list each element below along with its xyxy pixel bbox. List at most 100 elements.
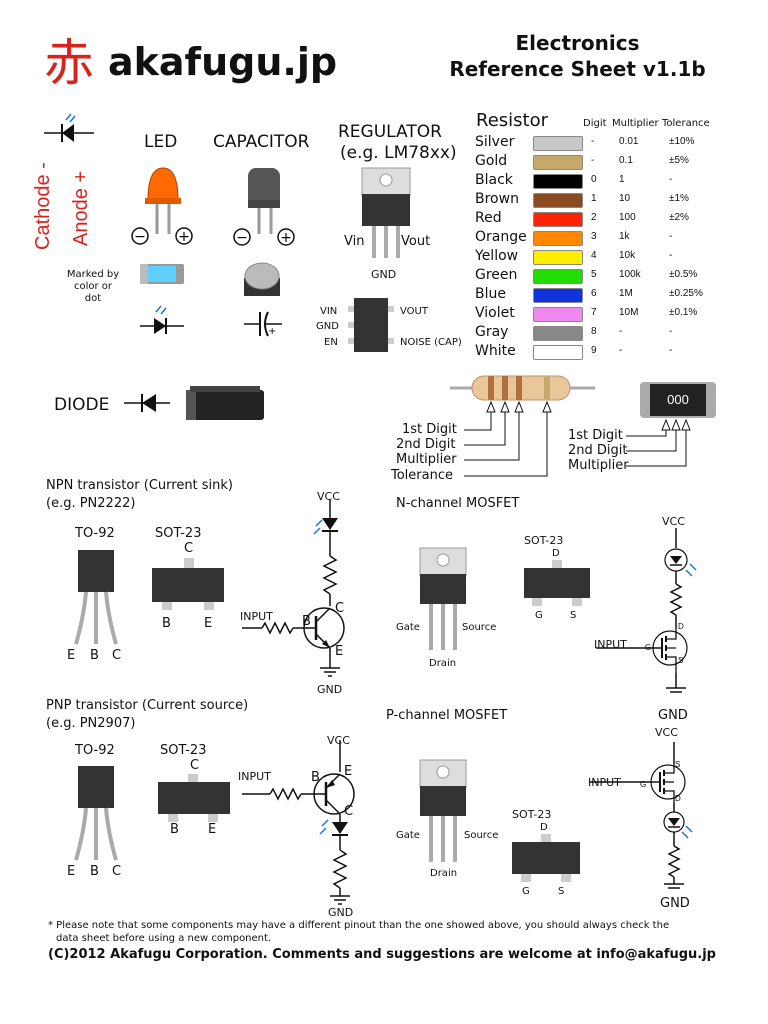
capacitor-through-hole: − + — [233, 168, 295, 246]
resistor-digit: 3 — [591, 231, 597, 242]
resistor-color-swatch — [533, 345, 583, 360]
svg-text:−: − — [134, 229, 146, 245]
resistor-header-multiplier: Multiplier — [612, 118, 659, 129]
pmos-circuit-g: G — [640, 780, 647, 789]
npn-sot-pin-c: C — [184, 541, 194, 556]
resistor-tolerance: ±0.1% — [669, 307, 698, 318]
resistor-color-swatch — [533, 231, 583, 246]
nmos-sot-g: G — [535, 610, 543, 621]
capacitor-title: CAPACITOR — [213, 132, 310, 152]
pnp-sot23-package — [158, 774, 230, 822]
band-label-1st: 1st Digit — [402, 422, 457, 437]
resistor-multiplier: - — [619, 326, 623, 337]
resistor-color-name: Silver — [475, 134, 515, 150]
npn-pin-e: E — [67, 648, 76, 663]
regulator-title: REGULATOR — [338, 122, 442, 142]
resistor-color-name: Red — [475, 210, 502, 226]
pmos-gnd: GND — [660, 896, 690, 911]
pmos-sot-s: S — [558, 886, 565, 897]
pmos-sot23-package — [512, 834, 580, 882]
capacitor-smd — [244, 262, 280, 296]
diode-polarity-symbol — [44, 113, 94, 142]
pmos-to220 — [419, 759, 467, 862]
resistor-digit: 2 — [591, 212, 597, 223]
regulator-pin-gnd: GND — [316, 321, 339, 332]
npn-circuit-e: E — [335, 644, 344, 659]
resistor-tolerance: - — [669, 326, 673, 337]
capacitor-smd-plus: + — [268, 326, 277, 337]
regulator-subtitle: (e.g. LM78xx) — [340, 143, 457, 163]
resistor-color-swatch — [533, 288, 583, 303]
smd-label-multiplier: Multiplier — [568, 458, 629, 473]
nmos-sot-d: D — [552, 548, 560, 559]
cathode-label: Cathode - — [32, 162, 55, 250]
nmos-circuit-g: G — [645, 643, 652, 652]
pnp-to92-package — [74, 766, 118, 861]
regulator-vin: Vin — [344, 234, 365, 249]
nmos-gate-label: Gate — [396, 622, 420, 633]
resistor-digit: 8 — [591, 326, 597, 337]
pnp-pin-e: E — [67, 864, 76, 879]
resistor-color-name: Blue — [475, 286, 506, 302]
resistor-multiplier: 1 — [619, 174, 625, 185]
page-title: Electronics Reference Sheet v1.1b — [440, 30, 715, 82]
led-smd-note-line: dot — [84, 293, 102, 304]
resistor-tolerance: ±1% — [669, 193, 689, 204]
pnp-vcc: VCC — [327, 734, 350, 747]
svg-text:+: + — [178, 229, 190, 245]
npn-sot-pin-b: B — [162, 616, 171, 631]
regulator-vout: Vout — [401, 234, 431, 249]
resistor-multiplier: 10M — [619, 307, 639, 318]
regulator-gnd: GND — [371, 268, 397, 281]
led-smd-note-line: color or — [73, 281, 113, 292]
nmos-drain-label: Drain — [429, 658, 457, 669]
resistor-color-swatch — [533, 193, 583, 208]
resistor-digit: 0 — [591, 174, 597, 185]
nmos-sot23-package — [524, 560, 590, 606]
nmos-gnd: GND — [658, 708, 688, 723]
led-smd-note: Marked by color or dot — [58, 269, 128, 305]
pnp-sot23-label: SOT-23 — [160, 743, 207, 758]
resistor-digit: 6 — [591, 288, 597, 299]
band-label-tolerance: Tolerance — [391, 468, 453, 483]
regulator-pin-noise: NOISE (CAP) — [400, 337, 462, 348]
pmos-title: P-channel MOSFET — [386, 708, 508, 723]
regulator-pin-vin: VIN — [320, 306, 338, 317]
resistor-tolerance: - — [669, 250, 673, 261]
nmos-input: INPUT — [594, 638, 627, 651]
resistor-color-name: Brown — [475, 191, 519, 207]
regulator-sot23-5 — [348, 298, 394, 352]
led-through-hole: − + — [131, 167, 193, 245]
resistor-tolerance: - — [669, 345, 673, 356]
resistor-multiplier: 0.01 — [619, 136, 639, 147]
led-smd — [140, 264, 184, 284]
nmos-circuit-s: S — [678, 656, 684, 665]
pnp-sot-pin-e: E — [208, 822, 217, 837]
resistor-color-name: Yellow — [475, 248, 519, 264]
smd-label-1st: 1st Digit — [568, 428, 623, 443]
resistor-digit: 7 — [591, 307, 597, 318]
resistor-color-swatch — [533, 250, 583, 265]
npn-example: (e.g. PN2222) — [46, 496, 136, 511]
pnp-input: INPUT — [238, 770, 271, 783]
pmos-vcc: VCC — [655, 726, 678, 739]
resistor-digit: 4 — [591, 250, 597, 261]
anode-sign: + — [70, 170, 92, 183]
pnp-circuit-b: B — [311, 770, 320, 785]
resistor-tolerance: ±0.5% — [669, 269, 698, 280]
resistor-tolerance: ±0.25% — [669, 288, 703, 299]
pmos-source-label: Source — [464, 830, 499, 841]
led-smd-note-line: Marked by — [66, 269, 120, 280]
resistor-color-name: Black — [475, 172, 513, 188]
npn-pin-c: C — [112, 648, 122, 663]
pmos-sot-d: D — [540, 822, 548, 833]
resistor-color-name: Green — [475, 267, 518, 283]
nmos-to220 — [419, 547, 467, 650]
nmos-vcc: VCC — [662, 515, 685, 528]
footer-note-line-2: data sheet before using a new component. — [56, 933, 272, 944]
svg-text:+: + — [280, 230, 292, 246]
